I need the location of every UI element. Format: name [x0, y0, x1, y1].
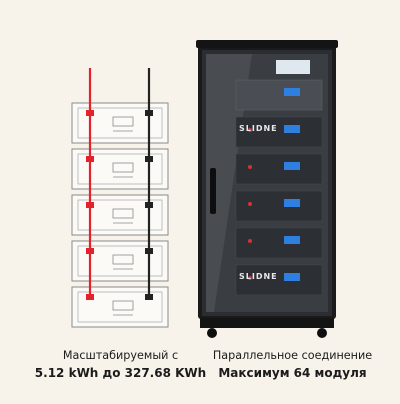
rack-module [235, 227, 323, 259]
battery-module [71, 240, 169, 282]
scalability-range: 5.12 kWh до 327.68 KWh [34, 366, 207, 380]
battery-module [71, 194, 169, 236]
svg-text:SLIDNE: SLIDNE [239, 272, 278, 281]
brand-logo: SLIDNE SLIDNE [239, 124, 278, 281]
rack-module [235, 190, 323, 222]
rack-module [235, 264, 323, 296]
rack-module [235, 153, 323, 185]
rack-module [235, 116, 323, 148]
battery-module [71, 102, 169, 144]
parallel-line1: Параллельное соединение [212, 349, 373, 362]
rack-module [235, 79, 323, 111]
battery-module [71, 148, 169, 190]
scalability-line1: Масштабируемый с [62, 349, 179, 362]
parallel-max-modules: Максимум 64 модуля [218, 366, 367, 380]
scalability-caption: Масштабируемый с 5.12 kWh до 327.68 KWh [28, 348, 213, 382]
battery-cabinet: SLIDNE SLIDNE [196, 40, 338, 338]
svg-text:SLIDNE: SLIDNE [239, 124, 278, 133]
cabinet-display [276, 60, 310, 74]
parallel-caption: Параллельное соединение Максимум 64 моду… [205, 348, 380, 382]
battery-module [71, 286, 169, 328]
battery-stack-diagram [71, 68, 169, 328]
